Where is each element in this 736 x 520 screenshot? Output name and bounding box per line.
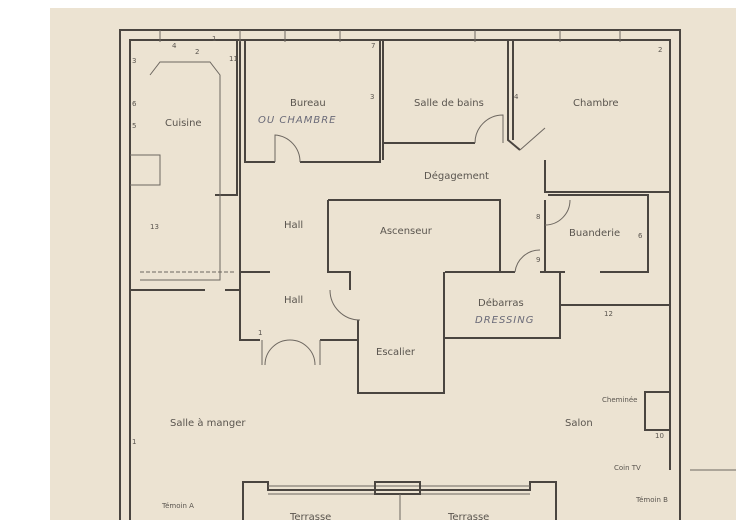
point-number: 6 xyxy=(132,100,137,108)
point-number: 3 xyxy=(370,93,374,101)
point-number: 13 xyxy=(150,223,159,231)
room-label-degagement: Dégagement xyxy=(424,170,489,182)
point-number: 1 xyxy=(212,35,216,43)
point-number: 10 xyxy=(655,432,664,440)
room-label-bureau: Bureau xyxy=(290,98,326,109)
point-number: 1 xyxy=(132,438,136,446)
walls xyxy=(119,29,736,520)
point-number: 4 xyxy=(172,42,177,50)
room-label-buanderie: Buanderie xyxy=(569,228,620,239)
label-cheminee: Cheminée xyxy=(602,396,637,404)
point-number: 3 xyxy=(132,57,136,65)
marker-temoin-b: Témoin B xyxy=(635,496,668,504)
point-number: 5 xyxy=(132,122,136,130)
room-label-terrasse-1: Terrasse xyxy=(289,512,331,520)
floor-plan-paper xyxy=(50,8,736,520)
point-number: 2 xyxy=(658,46,662,54)
point-number: 8 xyxy=(536,213,540,221)
marker-temoin-a: Témoin A xyxy=(161,502,194,510)
point-number: 9 xyxy=(536,256,540,264)
room-label-salle-de-bains: Salle de bains xyxy=(414,98,484,109)
room-label-escalier: Escalier xyxy=(376,347,416,358)
point-number: 6 xyxy=(638,232,643,240)
point-number: 11 xyxy=(229,55,238,63)
room-label-ascenseur: Ascenseur xyxy=(380,226,433,237)
room-label-terrasse-2: Terrasse xyxy=(447,512,489,520)
room-label-salle-a-manger: Salle à manger xyxy=(170,417,246,429)
point-number: 2 xyxy=(195,48,199,56)
room-label-hall-2: Hall xyxy=(284,295,303,306)
room-label-hall-1: Hall xyxy=(284,220,303,231)
label-coin-tv: Coin TV xyxy=(614,464,641,472)
room-label-cuisine: Cuisine xyxy=(165,118,202,129)
point-number: 1 xyxy=(258,329,262,337)
handwritten-note-ou-chambre: OU CHAMBRE xyxy=(258,115,336,126)
room-label-debarras: Débarras xyxy=(478,297,524,309)
handwritten-note-dressing: DRESSING xyxy=(475,315,534,326)
room-label-salon: Salon xyxy=(565,418,593,429)
point-number: 4 xyxy=(514,93,519,101)
point-number: 12 xyxy=(604,310,613,318)
room-label-chambre: Chambre xyxy=(573,98,619,109)
point-number: 7 xyxy=(371,42,375,50)
point-markers: 1 2 3 4 5 6 7 1 8 9 10 11 12 13 1 6 3 4 … xyxy=(132,35,664,446)
